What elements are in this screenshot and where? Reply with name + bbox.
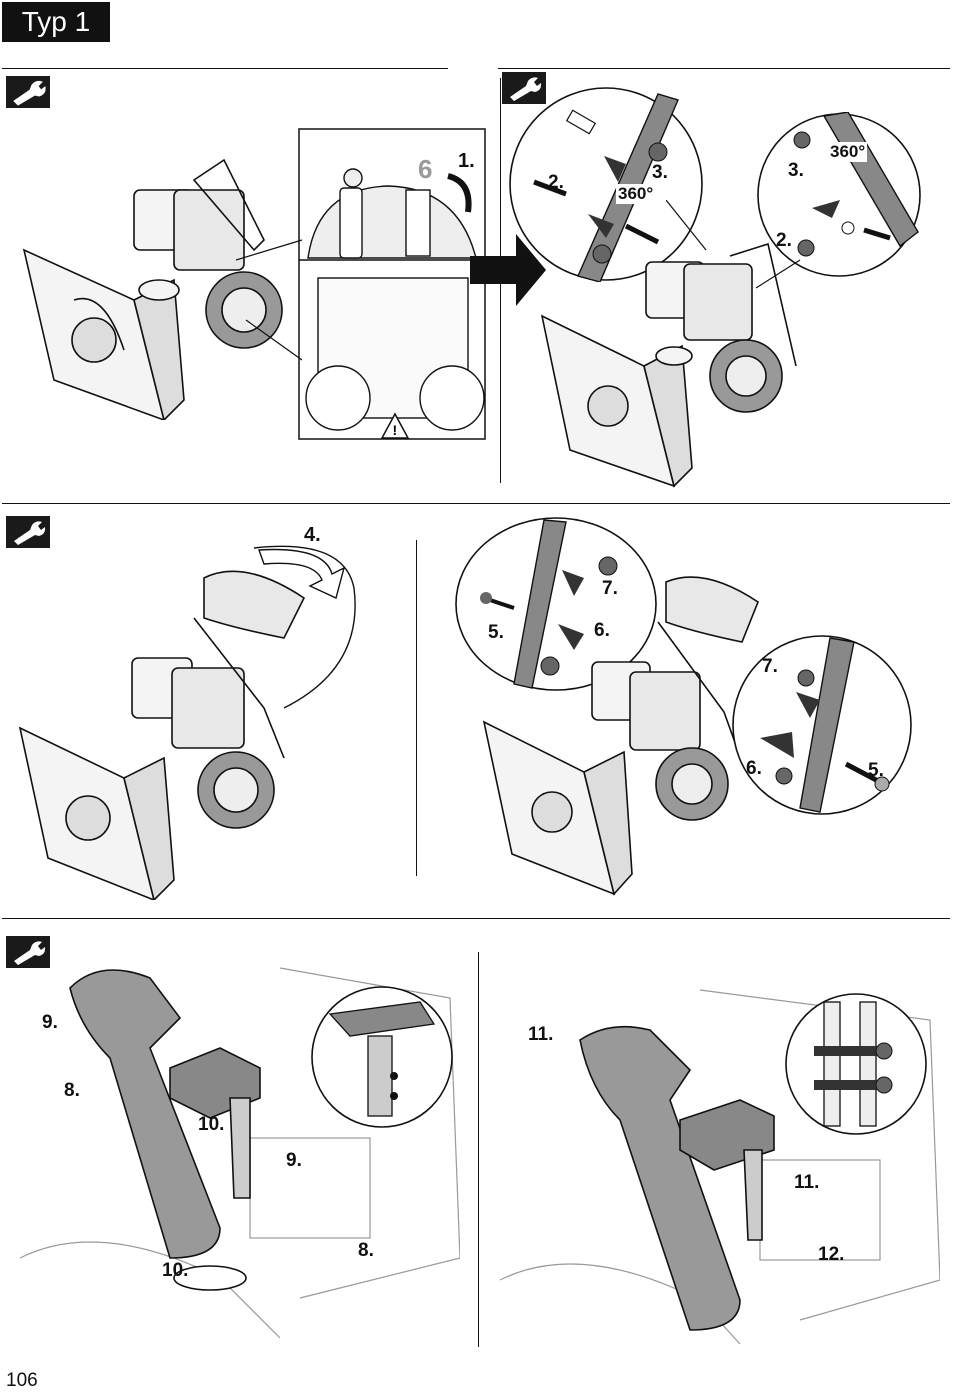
snowblower-illustration xyxy=(540,242,797,488)
wrench-icon xyxy=(6,516,50,548)
detail-circle xyxy=(785,993,927,1135)
rotation-label: 360° xyxy=(828,142,868,162)
section-rule-4 xyxy=(2,918,950,919)
wrench-icon xyxy=(6,76,50,108)
step-label: 8. xyxy=(64,1080,80,1101)
step-label: 9. xyxy=(286,1150,302,1171)
warning-triangle-icon xyxy=(380,412,410,439)
section-divider-2 xyxy=(416,540,417,876)
detail-circle xyxy=(311,986,453,1128)
snowblower-illustration xyxy=(22,158,283,420)
detail-circle xyxy=(455,517,657,691)
type-header: Typ 1 xyxy=(2,2,110,42)
section-divider-3 xyxy=(478,952,479,1347)
detail-circle xyxy=(732,635,912,815)
section-rule-2 xyxy=(498,68,950,69)
rotation-label: 360° xyxy=(616,184,656,204)
section-rule-3 xyxy=(2,503,950,504)
step-label: 3. xyxy=(652,162,668,183)
dashboard-inset: ! xyxy=(298,128,486,440)
chute-illustration xyxy=(20,967,460,1338)
step-label: 12. xyxy=(818,1244,845,1265)
step-label: 11. xyxy=(794,1172,820,1193)
snowblower-illustration xyxy=(18,545,356,900)
step-label: 10. xyxy=(198,1114,225,1135)
step-label: 5. xyxy=(488,622,504,643)
arrow-right-icon xyxy=(470,234,546,306)
step-label: 4. xyxy=(304,524,321,546)
step-label: 3. xyxy=(788,160,804,181)
step-label: 6. xyxy=(746,758,762,779)
snowblower-illustration xyxy=(482,576,759,896)
step-label: 2. xyxy=(776,230,792,251)
svg-text:!: ! xyxy=(393,422,398,438)
section-rule-1 xyxy=(2,68,448,69)
step-label: 11. xyxy=(528,1024,554,1045)
step-label: 10. xyxy=(162,1260,189,1281)
step-label: 9. xyxy=(42,1012,58,1033)
wrench-icon xyxy=(6,936,50,968)
wrench-icon xyxy=(502,72,546,104)
chute-illustration xyxy=(500,989,940,1344)
callout-lines xyxy=(236,239,303,361)
callout-lines xyxy=(666,200,801,289)
step-label: 2. xyxy=(548,172,564,193)
step-label: 7. xyxy=(762,656,778,677)
step-label: 8. xyxy=(358,1240,374,1261)
step-label: 5. xyxy=(868,760,884,781)
step-label: 6. xyxy=(594,620,610,641)
step-label: 1. xyxy=(458,150,475,172)
page-number: 106 xyxy=(6,1370,38,1391)
step-label: 6 xyxy=(418,154,433,184)
step-label: 7. xyxy=(602,578,618,599)
